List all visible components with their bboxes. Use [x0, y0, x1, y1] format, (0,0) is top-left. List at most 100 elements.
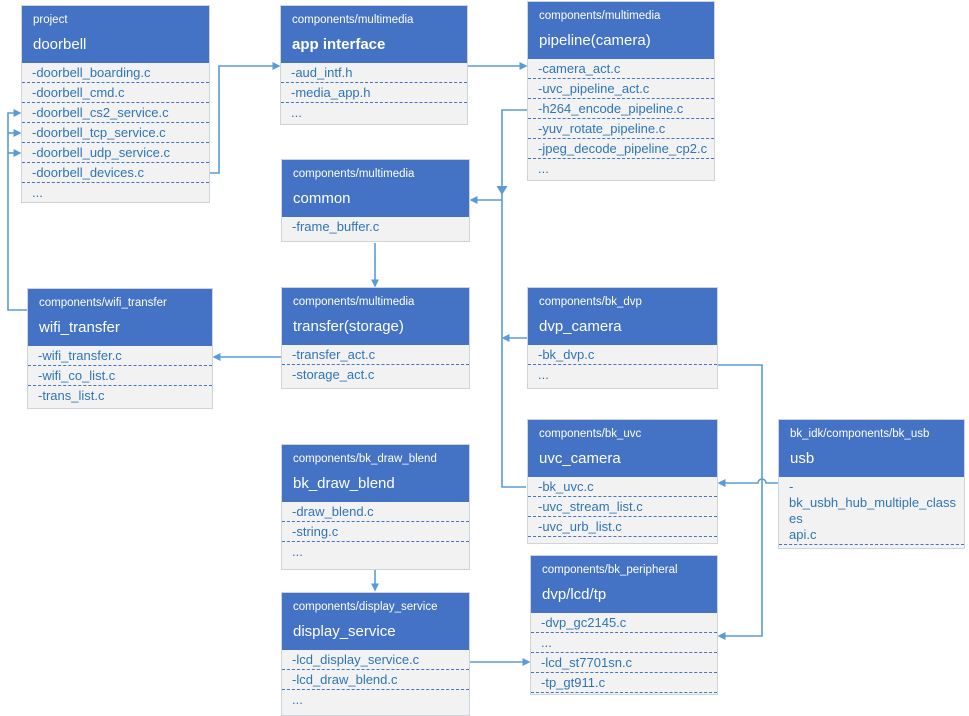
file-item: ... — [779, 545, 964, 548]
file-item: -doorbell_tcp_service.c — [22, 123, 209, 143]
file-item: -yuv_rotate_pipeline.c — [528, 119, 714, 139]
file-item: -frame_buffer.c — [292, 219, 380, 234]
file-item: -wifi_transfer.c — [28, 346, 212, 366]
box-dvp-camera-files: -bk_dvp.c ... — [528, 345, 717, 385]
box-display-service-path: components/display_service — [293, 601, 438, 613]
box-common-files: -frame_buffer.c — [282, 217, 469, 237]
connector-doorbell-to-appinterface — [210, 62, 281, 174]
file-item: -lcd_draw_blend.c — [282, 670, 469, 690]
connector-usb-to-uvc — [717, 478, 778, 487]
box-bk-draw-blend-files: -draw_blend.c -string.c ... — [282, 502, 469, 562]
file-item: -doorbell_udp_service.c — [22, 143, 209, 163]
box-transfer-storage-files: -transfer_act.c -storage_act.c — [282, 345, 469, 385]
box-bk-peripheral: components/bk_peripheral dvp/lcd/tp -dvp… — [530, 555, 718, 695]
box-app-interface-header: components/multimedia app interface — [281, 6, 467, 63]
box-bk-draw-blend-header: components/bk_draw_blend bk_draw_blend — [282, 445, 469, 502]
file-item: -tp_gt911.c — [531, 673, 717, 693]
file-item: ... — [32, 185, 43, 200]
box-bk-peripheral-files: -dvp_gc2145.c ... -lcd_st7701sn.c -tp_gt… — [531, 613, 717, 693]
file-item: -lcd_display_service.c — [282, 650, 469, 670]
file-item: -storage_act.c — [292, 367, 375, 382]
file-item: ... — [292, 544, 303, 559]
box-app-interface-title: app interface — [292, 36, 386, 53]
box-dvp-camera-path: components/bk_dvp — [539, 296, 642, 308]
box-uvc-camera-title: uvc_camera — [539, 450, 621, 467]
box-wifi-transfer-path: components/wifi_transfer — [39, 297, 167, 309]
box-display-service: components/display_service display_servi… — [281, 592, 470, 716]
box-wifi-transfer: components/wifi_transfer wifi_transfer -… — [27, 288, 213, 409]
file-item: -bk_uvc.c — [528, 477, 717, 497]
box-uvc-camera-path: components/bk_uvc — [539, 428, 642, 440]
box-usb-files: - bk_usbh_hub_multiple_classes api.c ... — [779, 477, 964, 548]
box-transfer-storage-header: components/multimedia transfer(storage) — [282, 288, 469, 345]
file-item: -doorbell_boarding.c — [22, 63, 209, 83]
file-item: -aud_intf.h — [281, 63, 467, 83]
file-item: -camera_act.c — [528, 59, 714, 79]
file-item: -jpeg_decode_pipeline_cp2.c — [528, 139, 714, 159]
box-pipeline-camera-title: pipeline(camera) — [539, 32, 651, 49]
box-doorbell-path: project — [33, 14, 68, 26]
box-common-path: components/multimedia — [293, 168, 415, 180]
box-wifi-transfer-header: components/wifi_transfer wifi_transfer — [28, 289, 212, 346]
box-transfer-storage: components/multimedia transfer(storage) … — [281, 287, 470, 389]
file-item: -lcd_st7701sn.c — [531, 653, 717, 673]
file-item: -bk_dvp.c — [528, 345, 717, 365]
connector-pipeline-vertical-trunk — [501, 109, 527, 488]
file-item: -string.c — [282, 522, 469, 542]
file-item: -draw_blend.c — [282, 502, 469, 522]
box-common-title: common — [293, 190, 351, 207]
file-item: -doorbell_devices.c — [22, 163, 209, 183]
file-item: -media_app.h — [281, 83, 467, 103]
file-item: ... — [291, 105, 302, 120]
file-item: ... — [538, 367, 549, 382]
connector-dvp-to-peripheral — [717, 364, 763, 640]
box-transfer-storage-path: components/multimedia — [293, 296, 415, 308]
box-doorbell-title: doorbell — [33, 36, 87, 53]
box-common: components/multimedia common -frame_buff… — [281, 159, 470, 242]
file-item: - bk_usbh_hub_multiple_classes api.c — [779, 477, 964, 545]
file-item: -h264_encode_pipeline.c — [528, 99, 714, 119]
box-wifi-transfer-files: -wifi_transfer.c -wifi_co_list.c -trans_… — [28, 346, 212, 406]
file-item: -dvp_gc2145.c — [531, 613, 717, 633]
file-item: ... — [538, 161, 549, 176]
file-item: -uvc_urb_list.c — [528, 517, 717, 537]
box-dvp-camera: components/bk_dvp dvp_camera -bk_dvp.c .… — [527, 287, 718, 389]
box-bk-peripheral-header: components/bk_peripheral dvp/lcd/tp — [531, 556, 717, 613]
box-doorbell-files: -doorbell_boarding.c -doorbell_cmd.c -do… — [22, 63, 209, 202]
box-usb-header: bk_idk/components/bk_usb usb — [779, 420, 964, 477]
box-usb-title: usb — [790, 450, 815, 467]
box-pipeline-camera-files: -camera_act.c -uvc_pipeline_act.c -h264_… — [528, 59, 714, 179]
box-bk-draw-blend: components/bk_draw_blend bk_draw_blend -… — [281, 444, 470, 570]
file-item: -doorbell_cmd.c — [22, 83, 209, 103]
box-uvc-camera: components/bk_uvc uvc_camera -bk_uvc.c -… — [527, 419, 718, 544]
box-bk-draw-blend-path: components/bk_draw_blend — [293, 453, 437, 465]
box-uvc-camera-files: -bk_uvc.c -uvc_stream_list.c -uvc_urb_li… — [528, 477, 717, 537]
box-transfer-storage-title: transfer(storage) — [293, 318, 404, 335]
file-item: -wifi_co_list.c — [28, 366, 212, 386]
box-usb-path: bk_idk/components/bk_usb — [790, 428, 930, 440]
box-doorbell-header: project doorbell — [22, 6, 209, 63]
box-dvp-camera-header: components/bk_dvp dvp_camera — [528, 288, 717, 345]
box-pipeline-camera-path: components/multimedia — [539, 10, 661, 22]
box-bk-draw-blend-title: bk_draw_blend — [293, 475, 395, 492]
box-usb: bk_idk/components/bk_usb usb - bk_usbh_h… — [778, 419, 965, 549]
box-display-service-title: display_service — [293, 623, 396, 640]
box-pipeline-camera-header: components/multimedia pipeline(camera) — [528, 2, 714, 59]
file-item: ... — [292, 692, 303, 707]
connector-trunk-down-arrowhead — [496, 186, 508, 195]
box-pipeline-camera: components/multimedia pipeline(camera) -… — [527, 1, 715, 181]
box-display-service-files: -lcd_display_service.c -lcd_draw_blend.c… — [282, 650, 469, 710]
file-item: -doorbell_cs2_service.c — [22, 103, 209, 123]
box-dvp-camera-title: dvp_camera — [539, 318, 622, 335]
file-item: ... — [531, 633, 717, 653]
box-common-header: components/multimedia common — [282, 160, 469, 217]
box-app-interface-path: components/multimedia — [292, 14, 414, 26]
file-item: -uvc_stream_list.c — [528, 497, 717, 517]
box-doorbell: project doorbell -doorbell_boarding.c -d… — [21, 5, 210, 203]
box-app-interface: components/multimedia app interface -aud… — [280, 5, 468, 125]
box-app-interface-files: -aud_intf.h -media_app.h ... — [281, 63, 467, 123]
box-bk-peripheral-path: components/bk_peripheral — [542, 564, 678, 576]
box-display-service-header: components/display_service display_servi… — [282, 593, 469, 650]
file-item: -trans_list.c — [38, 388, 105, 403]
